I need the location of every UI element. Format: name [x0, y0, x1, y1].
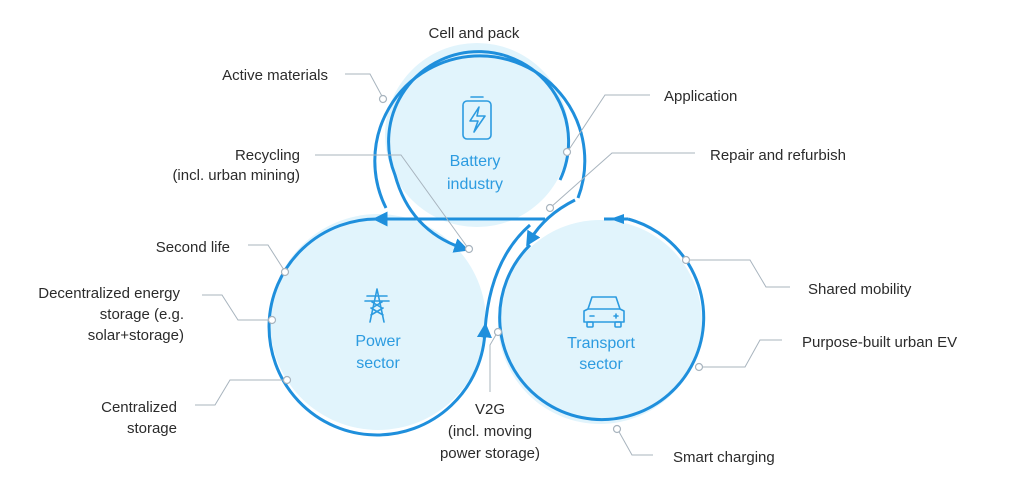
label-centralized-1: Centralized: [101, 399, 177, 416]
label-cell-and-pack: Cell and pack: [429, 25, 520, 42]
v2g-curve-down: [526, 198, 576, 247]
label-centralized-2: storage: [127, 420, 177, 437]
leader-recycling: [315, 154, 469, 249]
node-decentralized: [267, 315, 277, 325]
leader-second-life: [248, 244, 285, 271]
label-v2g-1: V2G: [475, 401, 505, 418]
node-repair: [545, 203, 555, 213]
leader-active-materials: [345, 73, 384, 99]
label-purpose-built: Purpose-built urban EV: [802, 334, 957, 351]
car-icon: [583, 296, 625, 328]
leader-decentralized: [202, 294, 272, 321]
power-sector-fill: [270, 214, 486, 430]
transmission-tower-icon: [364, 288, 390, 323]
node-v2g: [493, 327, 503, 337]
battery-inner-ring: [387, 50, 571, 253]
label-recycling-2: (incl. urban mining): [172, 167, 300, 184]
leader-centralized: [195, 379, 286, 406]
leader-shared-mobility: [687, 259, 790, 288]
label-decentralized-3: solar+storage): [88, 327, 184, 344]
battery-industry-fill: [385, 43, 569, 227]
node-smart-charging: [612, 424, 622, 434]
node-shared-mobility: [681, 255, 691, 265]
battery-icon: [462, 96, 492, 140]
v2g-curve-up: [476, 223, 531, 339]
battery-industry-title-1: Battery: [450, 153, 501, 170]
label-repair: Repair and refurbish: [710, 147, 846, 164]
transport-sector-title-1: Transport: [567, 335, 635, 352]
label-recycling-1: Recycling: [235, 147, 300, 164]
battery-outer-ring: [373, 54, 587, 209]
node-second-life: [280, 267, 290, 277]
label-smart-charging: Smart charging: [673, 449, 775, 466]
leader-smart-charging: [617, 429, 653, 456]
leader-application: [567, 94, 650, 152]
battery-industry-title-2: industry: [447, 176, 503, 193]
leader-repair: [550, 152, 695, 208]
label-application: Application: [664, 88, 737, 105]
label-v2g-3: power storage): [440, 445, 540, 462]
node-application: [562, 147, 572, 157]
label-second-life: Second life: [156, 239, 230, 256]
transport-arrow: [610, 214, 624, 224]
power-sector-ring: [267, 217, 487, 437]
node-centralized: [282, 375, 292, 385]
leader-v2g: [489, 332, 498, 392]
label-v2g-2: (incl. moving: [448, 423, 532, 440]
power-sector-title-2: sector: [356, 355, 400, 372]
label-decentralized-1: Decentralized energy: [38, 285, 180, 302]
node-recycling: [464, 244, 474, 254]
transport-sector-ring: [498, 217, 706, 422]
label-decentralized-2: storage (e.g.: [100, 306, 184, 323]
leader-purpose-built: [700, 339, 782, 368]
label-shared-mobility: Shared mobility: [808, 281, 912, 298]
node-active-materials: [378, 94, 388, 104]
node-purpose-built: [694, 362, 704, 372]
label-active-materials: Active materials: [222, 67, 328, 84]
transport-sector-title-2: sector: [579, 356, 623, 373]
power-sector-title-1: Power: [355, 333, 401, 350]
